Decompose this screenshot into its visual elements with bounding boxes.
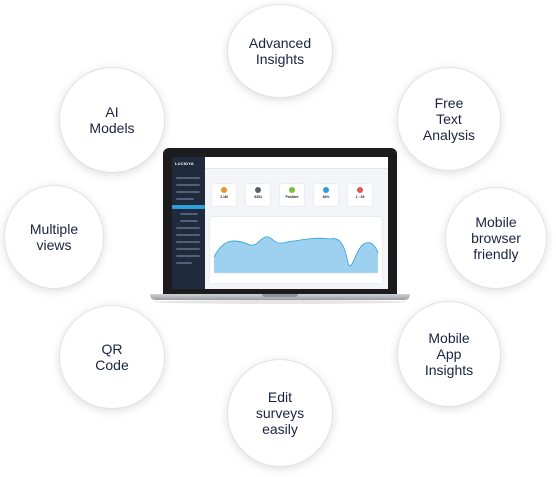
kpi-icon	[255, 187, 261, 193]
feature-mobile-app-insights: Mobile App Insights	[398, 302, 500, 406]
feature-label: QR Code	[95, 341, 129, 373]
feature-free-text-analysis: Free Text Analysis	[398, 68, 500, 170]
feature-label: Advanced Insights	[248, 35, 312, 67]
sidebar-line	[176, 227, 200, 229]
sidebar-line	[176, 184, 200, 186]
sidebar-line	[176, 191, 200, 193]
laptop-illustration: LUCIDYA 2.1M 5354 Positive 64% 1 : 35	[150, 148, 410, 304]
feature-multiple-views: Multiple views	[5, 186, 103, 288]
kpi-value: Positive	[285, 195, 299, 199]
feature-label: AI Models	[89, 104, 135, 136]
kpi-value: 5354	[254, 195, 262, 199]
kpi-value: 64%	[322, 195, 330, 199]
trend-panel	[210, 217, 382, 283]
kpi-icon	[323, 187, 329, 193]
kpi-card: Positive	[280, 184, 304, 206]
dashboard-header	[205, 157, 388, 169]
sidebar-line	[180, 220, 198, 222]
trend-area	[214, 236, 378, 273]
kpi-value: 2.1M	[220, 195, 228, 199]
feature-label: Free Text Analysis	[422, 95, 476, 143]
sidebar-line	[176, 248, 200, 250]
sidebar-line	[176, 255, 200, 257]
kpi-icon	[221, 187, 227, 193]
sidebar-line	[176, 198, 194, 200]
feature-label: Multiple views	[29, 221, 79, 253]
feature-label: Mobile App Insights	[424, 330, 474, 378]
sidebar-line-active	[172, 205, 205, 209]
laptop-shadow	[154, 300, 406, 304]
sidebar-line	[176, 241, 200, 243]
sidebar-line	[180, 213, 198, 215]
laptop-base	[150, 294, 410, 300]
feature-mobile-browser-friendly: Mobile browser friendly	[446, 188, 546, 288]
sidebar-line	[176, 234, 200, 236]
kpi-icon	[357, 187, 363, 193]
feature-edit-surveys-easily: Edit surveys easily	[228, 360, 332, 466]
feature-label: Mobile browser friendly	[471, 214, 521, 262]
feature-advanced-insights: Advanced Insights	[228, 5, 332, 97]
trend-line	[213, 236, 379, 267]
feature-ai-models: AI Models	[60, 68, 164, 172]
trend-area-chart	[213, 236, 379, 274]
kpi-card: 1 : 35	[348, 184, 372, 206]
dashboard-screenshot: LUCIDYA 2.1M 5354 Positive 64% 1 : 35	[172, 157, 388, 289]
laptop-lid: LUCIDYA 2.1M 5354 Positive 64% 1 : 35	[163, 148, 397, 294]
kpi-icon	[289, 187, 295, 193]
feature-qr-code: QR Code	[60, 306, 164, 408]
sidebar-line	[176, 262, 192, 264]
kpi-card: 64%	[314, 184, 338, 206]
kpi-card: 2.1M	[212, 184, 236, 206]
feature-label: Edit surveys easily	[255, 389, 305, 437]
sidebar-line	[176, 177, 200, 179]
dashboard-logo: LUCIDYA	[175, 161, 194, 166]
dashboard-sidebar: LUCIDYA	[172, 157, 205, 289]
kpi-value: 1 : 35	[355, 195, 365, 199]
kpi-card: 5354	[246, 184, 270, 206]
laptop-notch	[262, 294, 298, 297]
